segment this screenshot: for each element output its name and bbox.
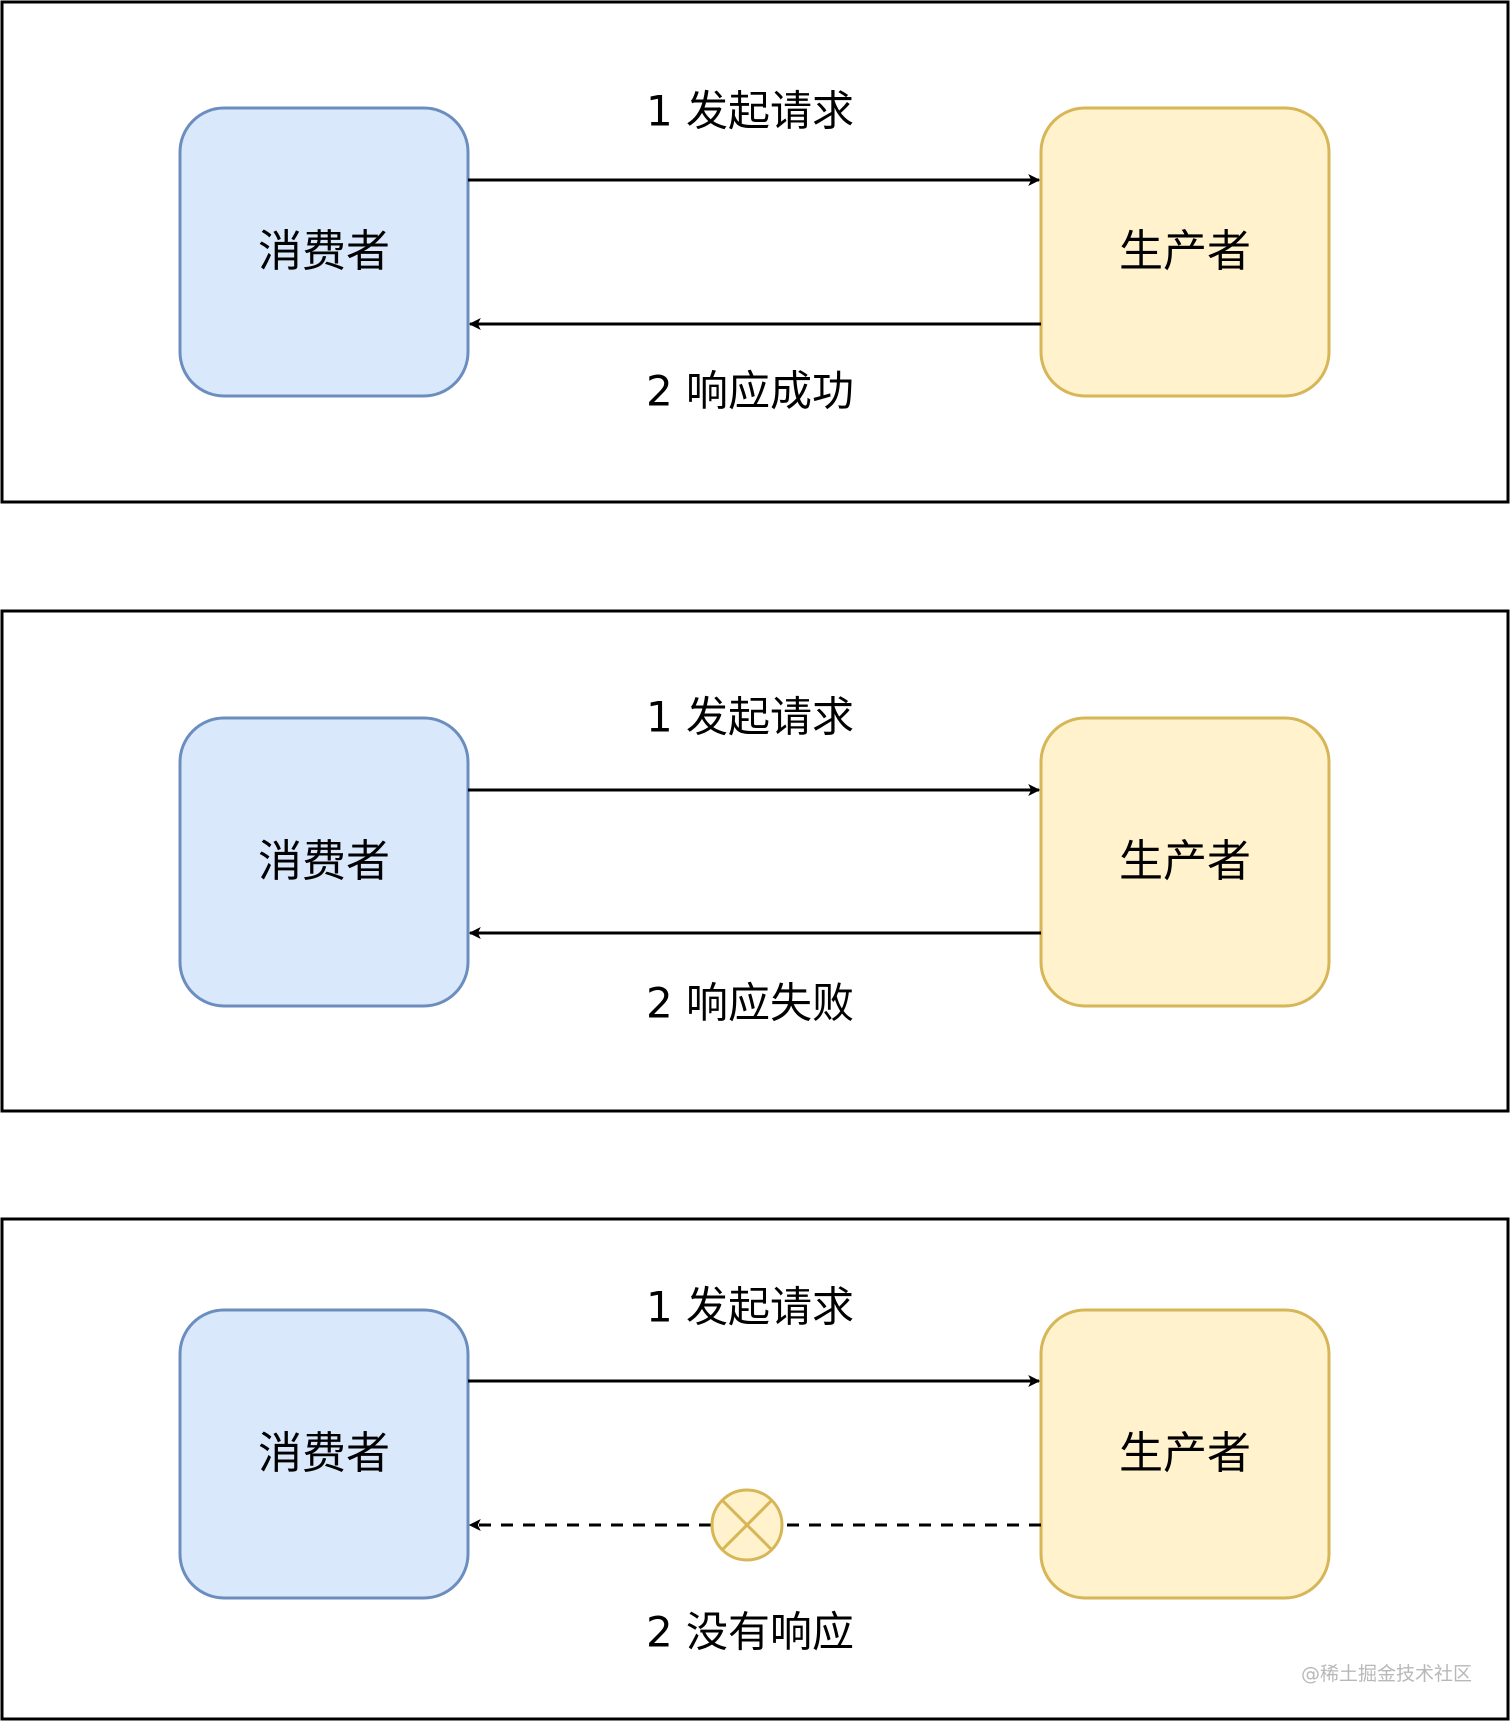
producer-node — [1039, 716, 1331, 1008]
panel-success: 消费者 生产者 1 发起请求 2 响应成功 — [0, 0, 1510, 504]
panel-no-response: 消费者 生产者 1 发起请求 2 没有响应 — [0, 1217, 1510, 1721]
request-label: 1 发起请求 — [646, 693, 854, 742]
consumer-label: 消费者 — [258, 1428, 390, 1479]
consumer-node — [178, 716, 470, 1008]
request-label: 1 发起请求 — [646, 1283, 854, 1332]
panel-failure: 消费者 生产者 1 发起请求 2 响应失败 — [0, 609, 1510, 1113]
watermark: @稀土掘金技术社区 — [1301, 1663, 1472, 1685]
producer-node — [1039, 106, 1331, 398]
producer-node — [1039, 1308, 1331, 1600]
producer-label: 生产者 — [1119, 226, 1251, 277]
consumer-label: 消费者 — [258, 226, 390, 277]
producer-label: 生产者 — [1119, 836, 1251, 887]
x-circle-icon — [710, 1488, 784, 1562]
consumer-node — [178, 106, 470, 398]
producer-label: 生产者 — [1119, 1428, 1251, 1479]
consumer-node — [178, 1308, 470, 1600]
response-label: 2 响应失败 — [646, 979, 854, 1028]
response-label: 2 没有响应 — [646, 1608, 854, 1657]
consumer-label: 消费者 — [258, 836, 390, 887]
request-label: 1 发起请求 — [646, 87, 854, 136]
response-label: 2 响应成功 — [646, 367, 854, 416]
